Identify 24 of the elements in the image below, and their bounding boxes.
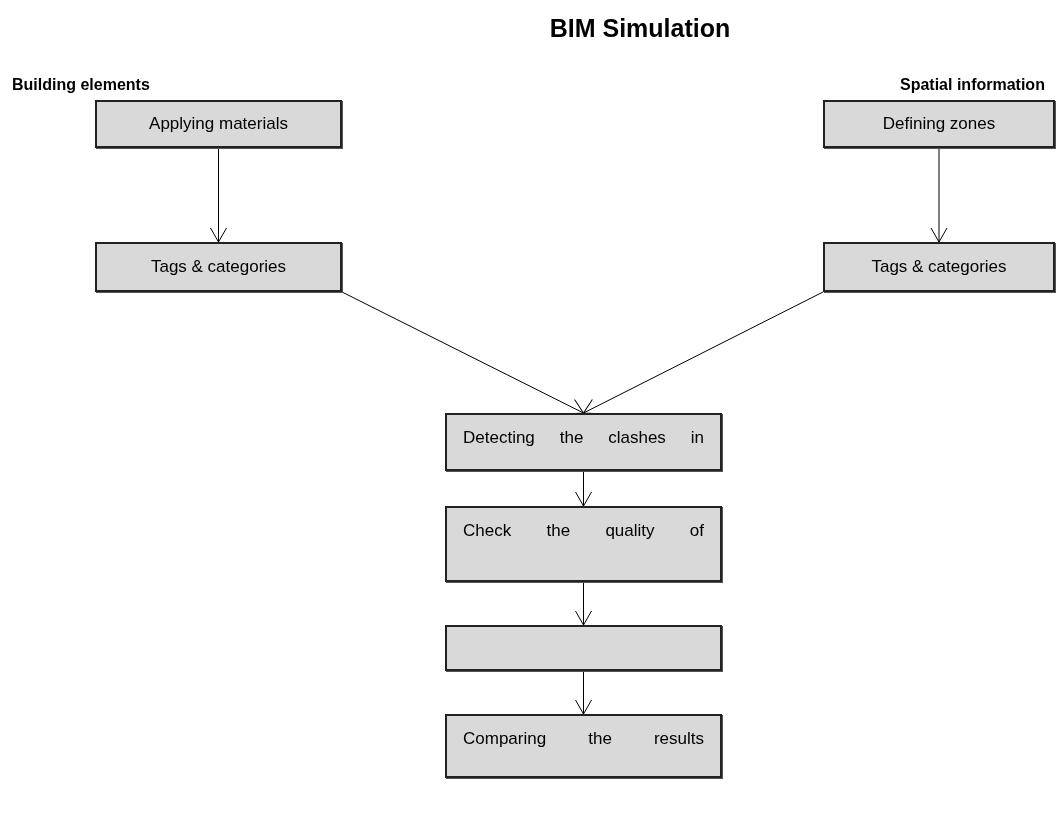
- arrow: [583, 291, 824, 415]
- box-label: Applying materials: [148, 112, 289, 135]
- arrow: [210, 147, 227, 243]
- process-box: [95, 242, 342, 292]
- box-label: Check the quality of: [463, 520, 704, 542]
- arrow: [575, 670, 592, 715]
- process-box: [445, 714, 722, 778]
- process-box: [823, 100, 1055, 148]
- box-label: Tags & categories: [149, 255, 288, 278]
- arrow: [575, 470, 592, 507]
- diagram-title: BIM Simulation: [548, 14, 732, 43]
- process-box: [445, 625, 722, 671]
- process-box: [823, 242, 1055, 292]
- arrow: [930, 147, 948, 243]
- process-box: [445, 413, 722, 471]
- process-box: [95, 100, 342, 148]
- box-label: Defining zones: [881, 112, 997, 135]
- process-box: [445, 506, 722, 582]
- arrow: [575, 581, 592, 626]
- column-heading: Building elements: [12, 76, 150, 94]
- box-label: Comparing the results: [463, 728, 704, 750]
- arrow: [341, 291, 584, 415]
- box-label: Tags & categories: [870, 255, 1008, 278]
- box-label: Detecting the clashes in: [463, 427, 704, 449]
